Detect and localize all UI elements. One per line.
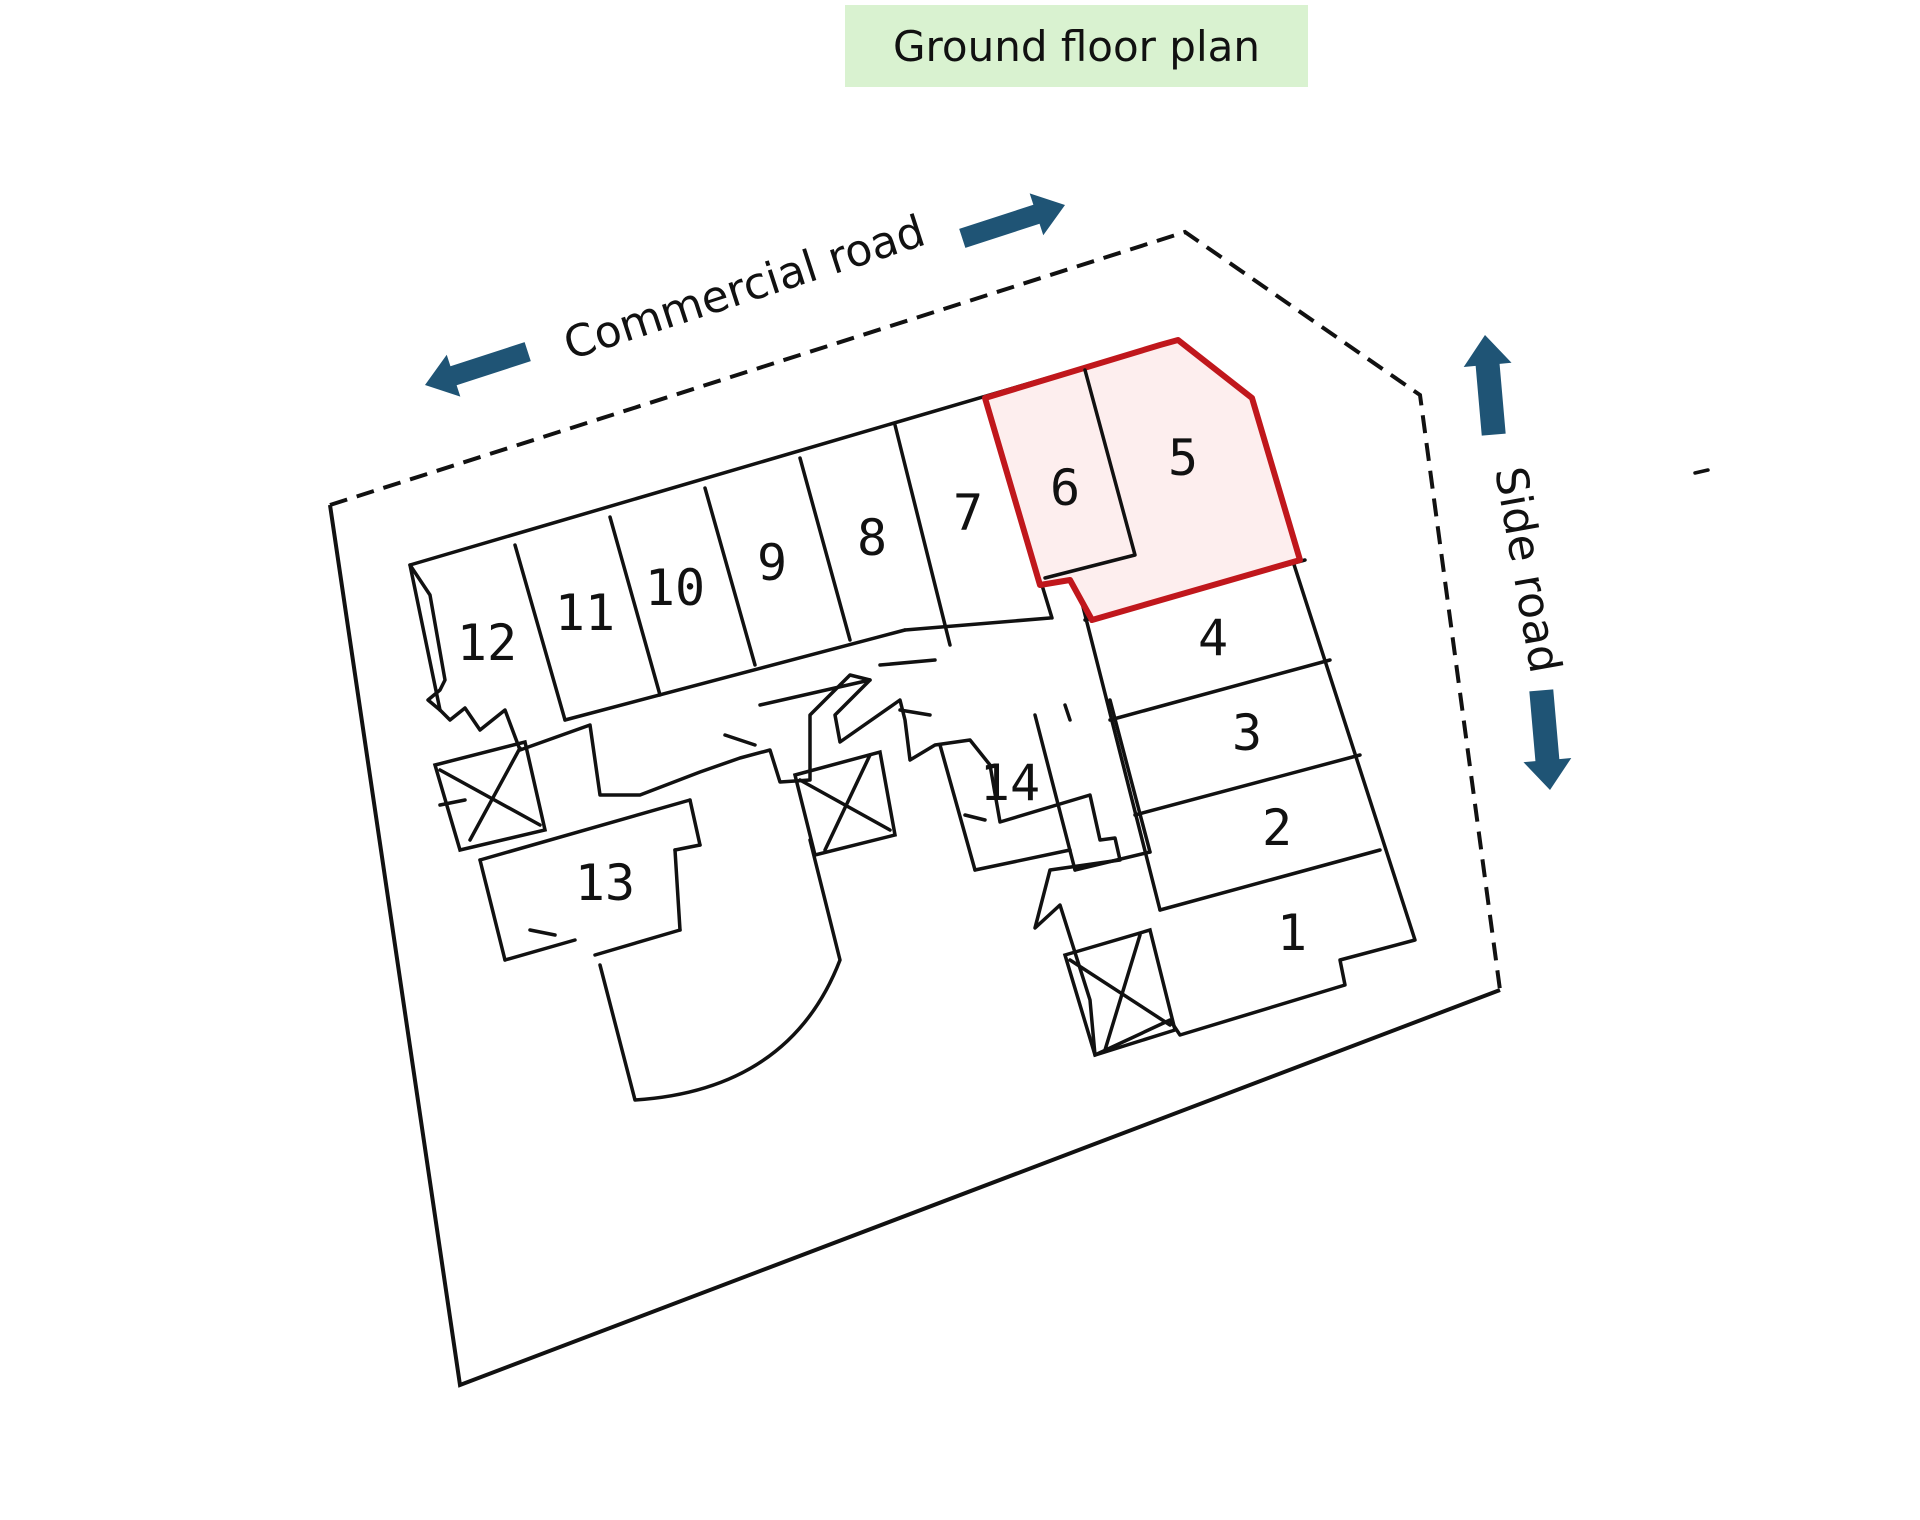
unit-label-12: 12 <box>457 614 517 672</box>
page-title: Ground floor plan <box>893 21 1260 71</box>
unit-label-14: 14 <box>980 754 1040 812</box>
door-marks <box>438 703 1072 937</box>
unit-label-10: 10 <box>645 559 705 617</box>
unit-label-13: 13 <box>575 854 635 912</box>
unit-label-9: 9 <box>757 534 787 592</box>
highlighted-units <box>982 337 1303 623</box>
side-road-label: Side road <box>1484 463 1570 677</box>
lift-core-right <box>1062 927 1178 1058</box>
highlight-outline-5-6 <box>982 337 1303 623</box>
unit-label-7: 7 <box>953 484 983 542</box>
unit-label-6: 6 <box>1050 459 1080 517</box>
arrow-left-icon <box>425 342 531 397</box>
unit-label-4: 4 <box>1198 609 1228 667</box>
unit-label-8: 8 <box>857 509 887 567</box>
title-box: Ground floor plan <box>845 5 1308 87</box>
site-boundary <box>328 229 1502 1388</box>
building-outline <box>408 343 1417 1057</box>
unit-label-1: 1 <box>1277 904 1307 962</box>
stray-mark <box>1693 468 1710 475</box>
courtyard <box>598 838 842 1102</box>
unit-label-2: 2 <box>1262 799 1292 857</box>
arrow-up-icon <box>1463 335 1512 436</box>
commercial-road-label: Commercial road <box>558 206 931 371</box>
arrow-down-icon <box>1523 689 1572 790</box>
lift-core-left <box>432 739 548 853</box>
unit-labels: 12 11 10 9 8 7 6 5 4 3 2 1 14 13 <box>457 429 1307 962</box>
unit-label-5: 5 <box>1168 429 1198 487</box>
unit-label-11: 11 <box>555 584 615 642</box>
unit-label-3: 3 <box>1232 704 1262 762</box>
lift-core-middle <box>792 749 898 858</box>
arrow-right-icon <box>959 193 1065 248</box>
unit-6-partition <box>1043 368 1137 580</box>
